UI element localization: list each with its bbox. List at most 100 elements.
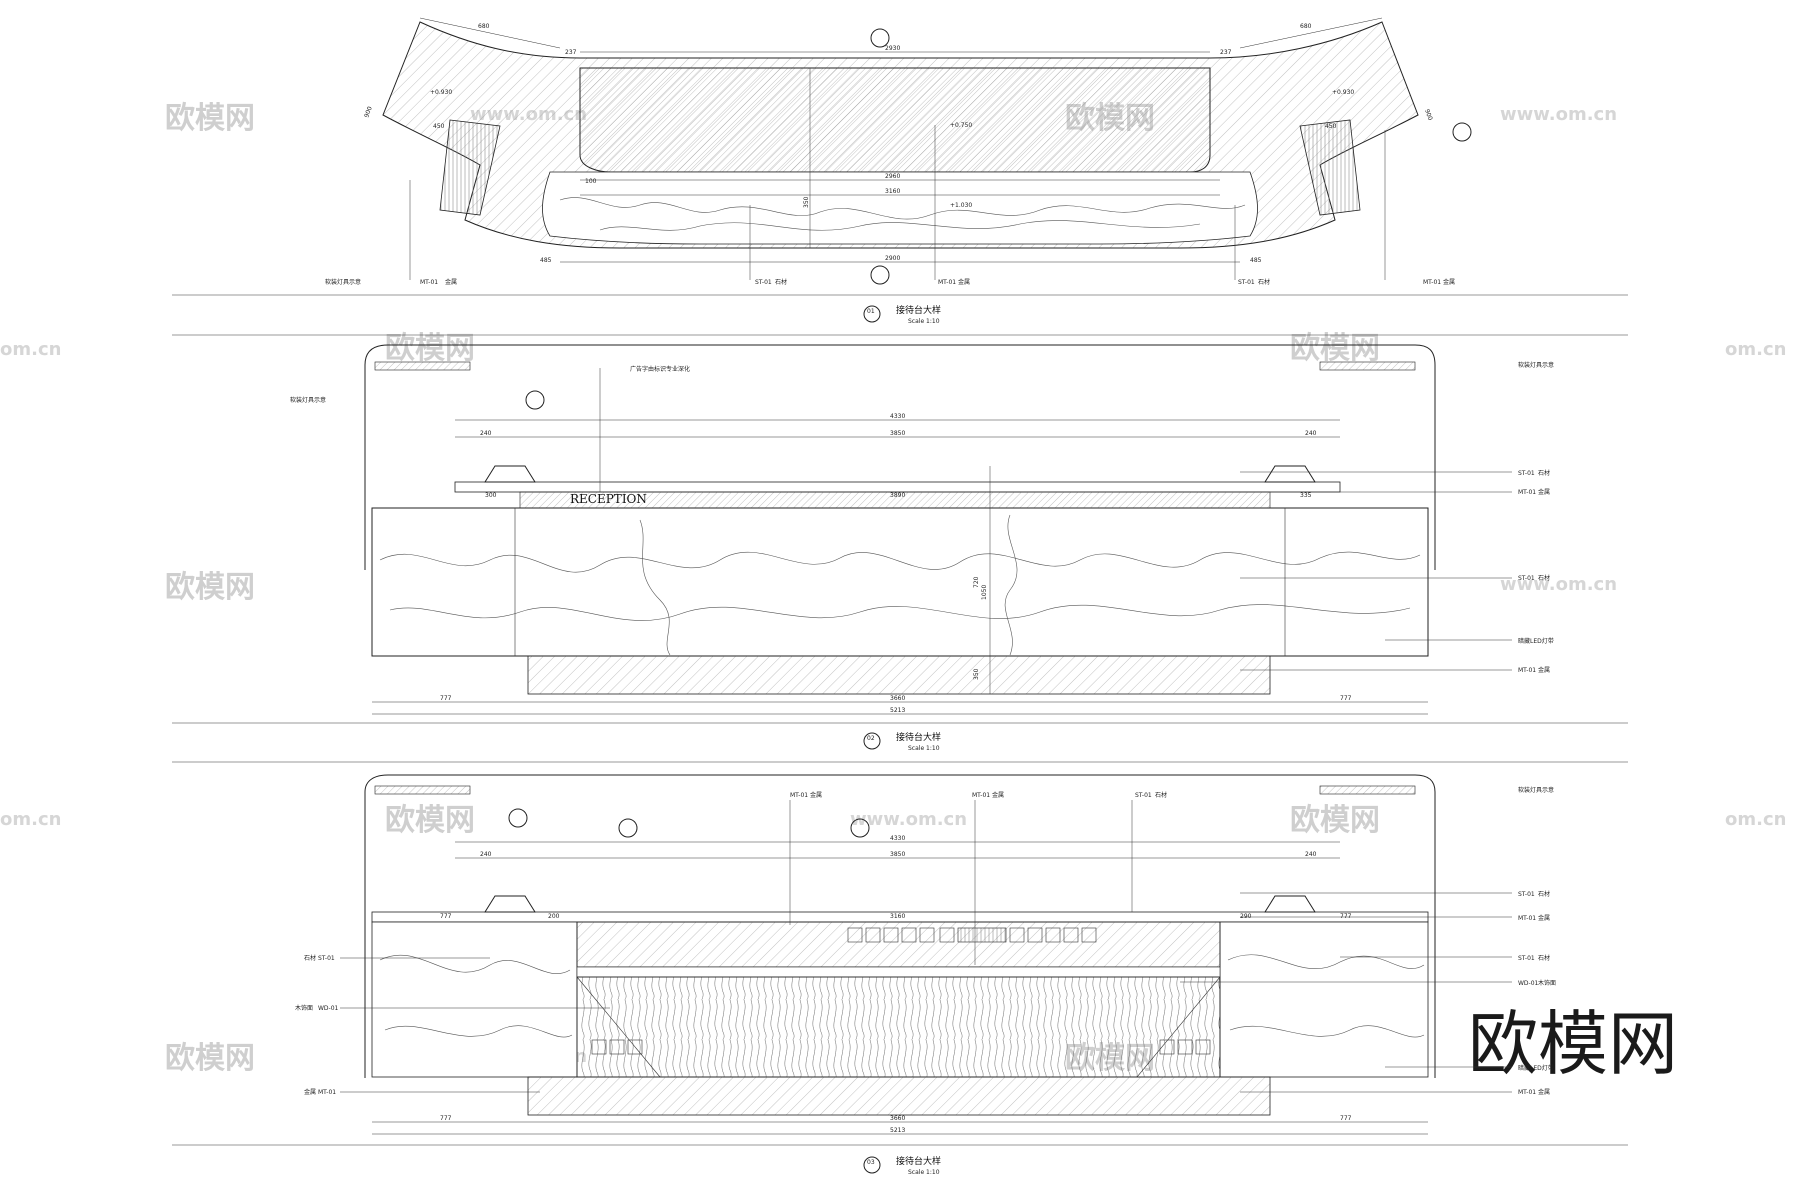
callout-tag: MT-01 bbox=[1423, 279, 1441, 286]
callout-tag: ST-01 bbox=[755, 279, 772, 286]
watermark-url: om.cn bbox=[0, 809, 61, 830]
callout-stone: 石材 bbox=[1538, 954, 1550, 962]
dim-text: 350 bbox=[973, 668, 980, 680]
callout-metal: 金属 bbox=[1538, 914, 1550, 922]
callout-wood: 木饰面 bbox=[1538, 979, 1556, 987]
marble-vein bbox=[599, 220, 1201, 231]
dim-line bbox=[419, 17, 561, 49]
callout-metal: 金属 bbox=[1538, 488, 1550, 496]
dim-text: 777 bbox=[1340, 1115, 1352, 1122]
watermark-brand: 欧模网 bbox=[1290, 803, 1380, 838]
callout-tag: ST-01 bbox=[318, 955, 335, 962]
dim-text: 237 bbox=[565, 49, 577, 56]
marble-vein bbox=[1227, 954, 1425, 969]
ceiling-light bbox=[1319, 361, 1416, 371]
level-text: +1.030 bbox=[950, 202, 972, 209]
desk-lamp bbox=[484, 895, 536, 913]
dim-text: 3160 bbox=[885, 188, 900, 195]
data-outlet-icon bbox=[1081, 927, 1097, 943]
callout-tag: MT-01 bbox=[1518, 489, 1536, 496]
power-outlet-icon bbox=[609, 1039, 625, 1055]
callout-stone: 石材 bbox=[1538, 469, 1550, 477]
dim-text: 777 bbox=[440, 695, 452, 702]
dim-text: 1050 bbox=[981, 585, 988, 600]
marble-vein bbox=[559, 197, 1246, 220]
ceiling-light bbox=[1319, 785, 1416, 795]
title-bubble bbox=[863, 1156, 881, 1174]
dim-text: 3160 bbox=[890, 913, 905, 920]
marble-vein bbox=[379, 954, 571, 974]
callout-logo: 广告字由标识专业深化 bbox=[630, 365, 690, 373]
drawing-scale: Scale 1:10 bbox=[908, 318, 940, 325]
outlet-row bbox=[847, 927, 1097, 943]
watermark-brand: 欧模网 bbox=[165, 101, 255, 136]
callout-metal: 金属 bbox=[304, 1088, 316, 1096]
dim-text: 777 bbox=[1340, 695, 1352, 702]
callout-tag: ST-01 bbox=[1518, 955, 1535, 962]
dim-text: 3660 bbox=[890, 695, 905, 702]
callout-tag: ST-01 bbox=[1238, 279, 1255, 286]
rear-upper-band bbox=[576, 921, 1221, 968]
callout-stone: 石材 bbox=[1538, 574, 1550, 582]
dim-text: 240 bbox=[1305, 851, 1317, 858]
counter-plinth bbox=[527, 655, 1271, 695]
dim-text: 485 bbox=[1250, 257, 1262, 264]
callout-tag: MT-01 bbox=[318, 1089, 336, 1096]
dim-line bbox=[1239, 17, 1383, 49]
callout-tag: MT-01 bbox=[420, 279, 438, 286]
dim-text: 900 bbox=[1423, 108, 1434, 121]
watermark-url: om.cn bbox=[0, 339, 61, 360]
marble-vein bbox=[384, 1025, 573, 1038]
callout-light: 软装灯具示意 bbox=[1518, 361, 1554, 369]
marble-vein bbox=[1004, 514, 1018, 656]
data-outlet-icon bbox=[1045, 927, 1061, 943]
callout-tag: WD-01 bbox=[1518, 980, 1539, 987]
watermark-brand: 欧模网 bbox=[165, 1041, 255, 1076]
dim-text: 450 bbox=[1325, 123, 1337, 130]
desk-lamp bbox=[1264, 895, 1316, 913]
dim-text: 485 bbox=[540, 257, 552, 264]
dim-text: 4330 bbox=[890, 413, 905, 420]
marble-vein bbox=[389, 604, 1411, 621]
dim-text: 680 bbox=[1300, 23, 1312, 30]
section-marker bbox=[870, 265, 890, 285]
drawing-scale: Scale 1:10 bbox=[908, 1169, 940, 1176]
plan-view: 2930 2960 3160 2900 680 680 450 450 900 … bbox=[172, 17, 1628, 325]
section-marker bbox=[618, 818, 638, 838]
niche-frame bbox=[364, 344, 1436, 570]
watermark-brand: 欧模网 bbox=[1290, 331, 1380, 366]
title-number: 02 bbox=[867, 735, 875, 742]
power-outlet-icon bbox=[883, 927, 899, 943]
ceiling-light bbox=[374, 785, 471, 795]
callout-metal: 金属 bbox=[810, 791, 822, 799]
power-outlet-icon bbox=[627, 1039, 643, 1055]
level-text: +0.930 bbox=[1332, 89, 1354, 96]
counter-plinth bbox=[527, 1076, 1271, 1116]
counter-top bbox=[454, 481, 1341, 493]
section-marker bbox=[1452, 122, 1472, 142]
callout-tag: WD-01 bbox=[318, 1005, 339, 1012]
dim-text: 5213 bbox=[890, 1127, 905, 1134]
dim-text: 300 bbox=[485, 492, 497, 499]
callout-wood: 木饰面 bbox=[295, 1004, 313, 1012]
section-marker bbox=[870, 28, 890, 48]
rear-elevation: 4330 240 3850 240 777 200 3160 290 777 7… bbox=[172, 774, 1628, 1176]
section-marker bbox=[508, 808, 528, 828]
marble-return-left bbox=[371, 921, 578, 1078]
drawer-line bbox=[576, 976, 661, 1078]
counter-front-marble bbox=[371, 507, 1429, 657]
power-outlet-icon bbox=[865, 927, 881, 943]
dim-text: 900 bbox=[363, 105, 374, 118]
switch-icon bbox=[919, 927, 935, 943]
callout-stone: 石材 bbox=[1538, 890, 1550, 898]
power-outlet-icon bbox=[1195, 1039, 1211, 1055]
power-outlet-icon bbox=[1177, 1039, 1193, 1055]
dim-text: 3850 bbox=[890, 430, 905, 437]
title-bubble bbox=[863, 732, 881, 750]
watermark-url: www.om.cn bbox=[1500, 574, 1617, 595]
niche-frame bbox=[364, 774, 1436, 1078]
callout-tag: MT-01 bbox=[790, 792, 808, 799]
dim-text: 240 bbox=[480, 851, 492, 858]
callout-light: 软装灯具示意 bbox=[1518, 786, 1554, 794]
marble-vein bbox=[379, 551, 1421, 573]
